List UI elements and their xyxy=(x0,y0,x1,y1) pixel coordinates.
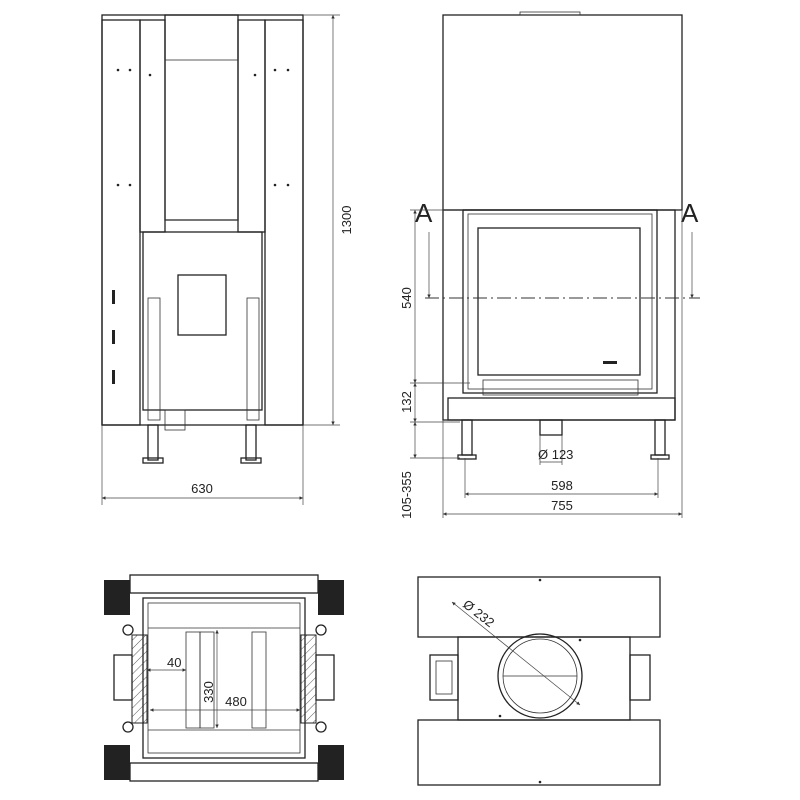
flue-diameter-label: Ø 123 xyxy=(538,447,573,462)
base-height-label: 132 xyxy=(399,391,414,413)
door-height-label: 540 xyxy=(399,287,414,309)
plan-width-label: 480 xyxy=(225,694,247,709)
leg-range-label: 105-355 xyxy=(399,471,414,519)
plan-depth-label: 330 xyxy=(201,681,216,703)
side-height-label: 1300 xyxy=(339,206,354,235)
section-marker-right: A xyxy=(681,198,699,228)
outer-width-label: 755 xyxy=(551,498,573,513)
wall-thickness-label: 40 xyxy=(167,655,181,670)
plan-view: 40 330 480 xyxy=(104,574,344,782)
section-marker-left: A xyxy=(415,198,433,228)
side-width-label: 630 xyxy=(191,481,213,496)
inner-width-label: 598 xyxy=(551,478,573,493)
front-view: A A 540 132 105-355 Ø 123 598 755 xyxy=(399,11,700,519)
side-view: 1300 630 xyxy=(101,14,354,505)
top-view: Ø 232 xyxy=(417,576,661,786)
